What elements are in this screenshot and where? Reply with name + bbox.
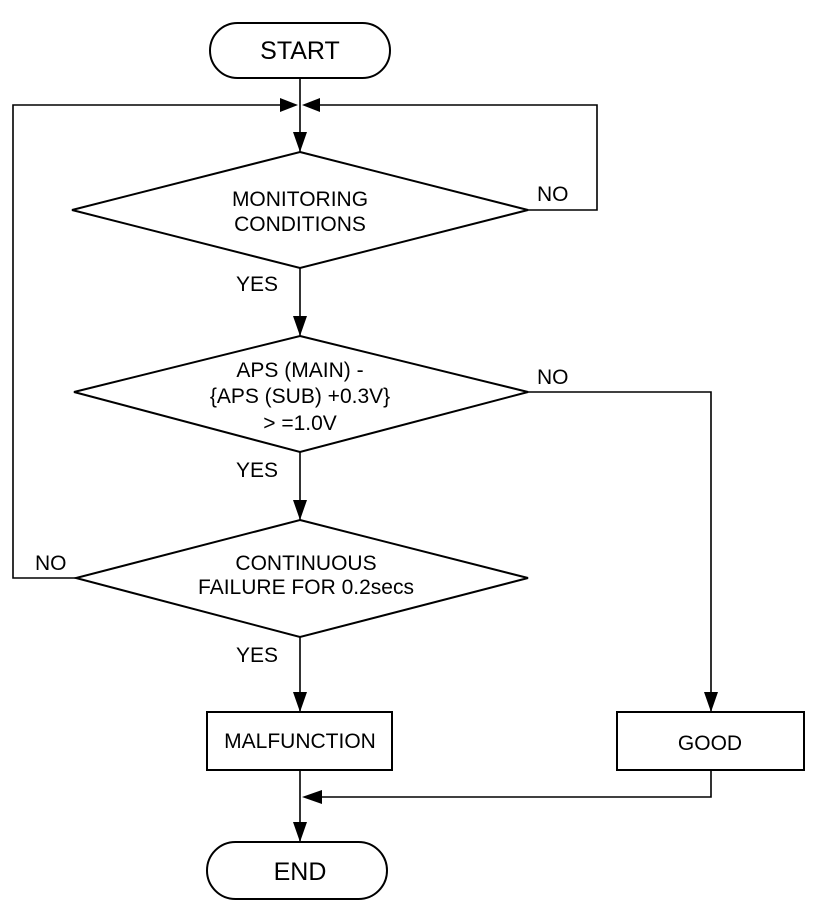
decision1-line1: MONITORING — [232, 188, 368, 211]
connector-decision1-no-loop — [305, 104, 598, 211]
decision1-line2: CONDITIONS — [234, 213, 366, 236]
decision1-yes-label: YES — [236, 273, 278, 296]
arrowhead-into-decision2 — [293, 316, 307, 336]
arrowhead-into-end — [293, 822, 307, 842]
arrowhead-into-good — [704, 692, 718, 712]
end-label: END — [274, 858, 327, 886]
connector-good-to-merge — [305, 770, 712, 798]
decision2-line1: APS (MAIN) - — [236, 359, 363, 382]
malfunction-label: MALFUNCTION — [224, 730, 376, 753]
decision-aps-difference: APS (MAIN) - {APS (SUB) +0.3V} > =1.0V — [73, 334, 529, 454]
arrowhead-good-merge — [302, 790, 322, 804]
decision2-no-label: NO — [537, 366, 569, 389]
malfunction-box: MALFUNCTION — [206, 711, 393, 771]
end-terminator: END — [206, 841, 388, 900]
start-label: START — [260, 37, 340, 65]
decision1-no-label: NO — [537, 183, 569, 206]
connector-decision2-no — [528, 391, 712, 712]
arrowhead-into-decision1 — [293, 132, 307, 152]
arrowhead-into-malfunction — [293, 692, 307, 712]
good-box: GOOD — [616, 711, 805, 771]
decision2-yes-label: YES — [236, 459, 278, 482]
connector-decision3-no-loop — [12, 104, 295, 579]
decision-continuous-failure: CONTINUOUS FAILURE FOR 0.2secs — [72, 518, 529, 639]
decision2-line3: > =1.0V — [263, 412, 337, 435]
decision3-line2: FAILURE FOR 0.2secs — [198, 576, 414, 599]
decision2-line2: {APS (SUB) +0.3V} — [210, 385, 390, 408]
good-label: GOOD — [678, 732, 742, 755]
arrowhead-left-loop-merge — [280, 98, 298, 112]
decision3-line1: CONTINUOUS — [235, 552, 376, 575]
start-terminator: START — [209, 22, 391, 79]
arrowhead-into-decision3 — [293, 500, 307, 520]
arrowhead-right-loop-merge — [302, 98, 320, 112]
decision3-yes-label: YES — [236, 644, 278, 667]
decision3-no-label: NO — [35, 552, 67, 575]
decision-monitoring-conditions: MONITORING CONDITIONS — [71, 150, 529, 270]
